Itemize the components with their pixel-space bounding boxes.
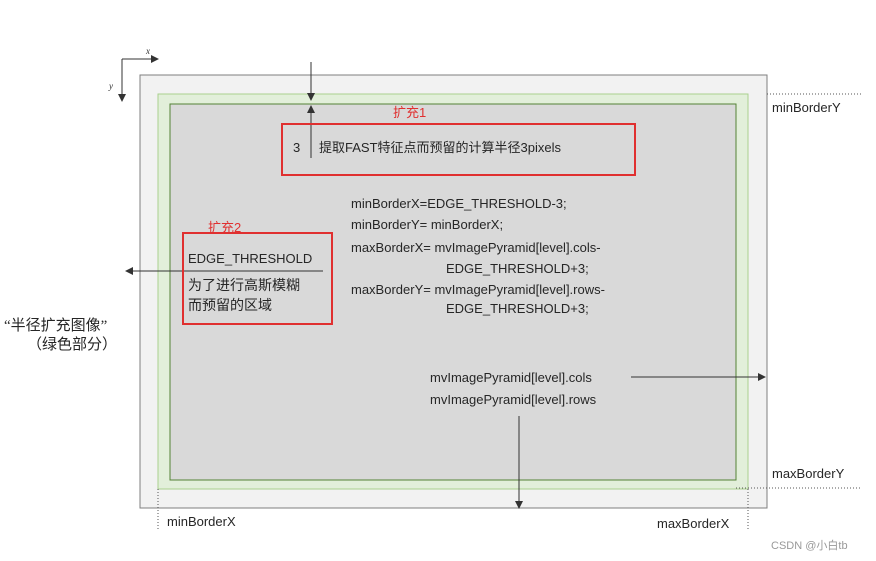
inner-image-region [169,103,737,481]
side-note-line2: （绿色部分） [27,336,117,353]
x-axis-label: x [145,46,150,56]
formula-line: minBorderY= minBorderX; [351,217,503,232]
edge-threshold-box [182,232,333,325]
expand2-label: 扩充2 [208,220,241,235]
cols-label: mvImagePyramid[level].cols [430,370,592,385]
min-border-x-label: minBorderX [167,514,236,529]
border-guides [157,93,862,530]
radius-box [281,123,636,176]
formula-line: maxBorderY= mvImagePyramid[level].rows- [351,282,605,297]
edge-threshold-label: EDGE_THRESHOLD [188,251,312,266]
max-border-y-label: maxBorderY [772,466,845,481]
coordinate-axes: x y [108,46,159,102]
y-axis-label: y [108,81,113,91]
side-note-line1: “半径扩充图像” [4,317,107,334]
formula-line: maxBorderX= mvImagePyramid[level].cols- [351,240,601,255]
max-border-x-label: maxBorderX [657,516,730,531]
edge-description-line2: 而预留的区域 [188,297,272,313]
expand1-label: 扩充1 [393,105,426,120]
edge-description-line1: 为了进行高斯模糊 [188,277,300,293]
formula-line: EDGE_THRESHOLD+3; [446,261,589,276]
min-border-y-label: minBorderY [772,100,841,115]
watermark: CSDN @小白tb [771,538,848,552]
formula-block: minBorderX=EDGE_THRESHOLD-3; minBorderY=… [351,196,605,316]
formula-line: EDGE_THRESHOLD+3; [446,301,589,316]
rows-label: mvImagePyramid[level].rows [430,392,597,407]
radius-description: 提取FAST特征点而预留的计算半径3pixels [319,140,561,155]
formula-line: minBorderX=EDGE_THRESHOLD-3; [351,196,567,211]
radius-number: 3 [293,140,300,155]
